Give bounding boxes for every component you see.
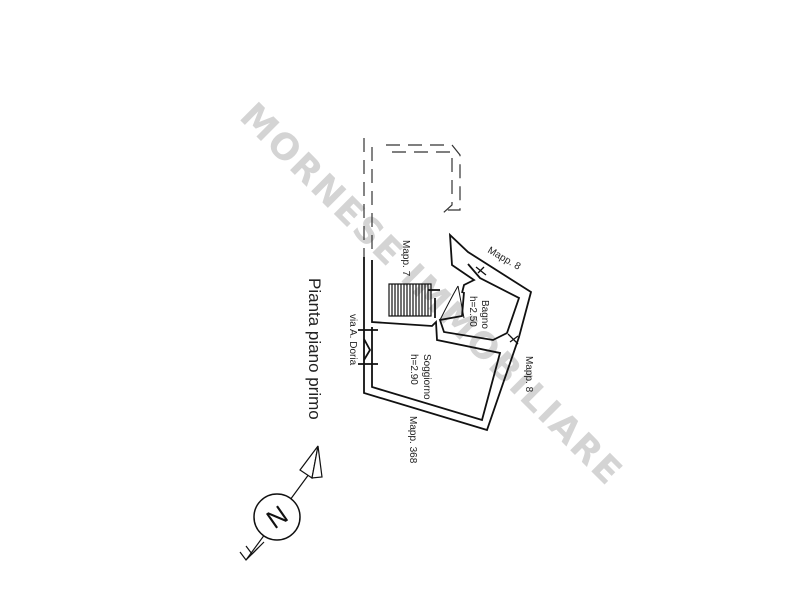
staircase-icon [388,283,432,317]
walls [358,232,533,432]
door-swing [439,285,465,321]
label-street: via A. Doria [347,314,358,366]
label-mapp-8-right: Mapp. 8 [523,356,534,393]
label-mapp-8-top: Mapp. 8 [486,245,523,273]
label-mapp-368: Mapp. 368 [407,416,418,464]
north-arrow-icon [239,445,323,561]
label-mapp-7: Mapp. 7 [400,240,411,277]
room-living-height: h=2.90 [408,354,419,385]
plan-title: Pianta piano primo [305,278,324,420]
room-living-name: Soggiorno [421,354,432,400]
room-bathroom-height: h=2.50 [467,296,478,327]
boundary-ticks [475,266,519,345]
dashed-outline [363,138,461,257]
room-bathroom-name: Bagno [479,300,490,329]
